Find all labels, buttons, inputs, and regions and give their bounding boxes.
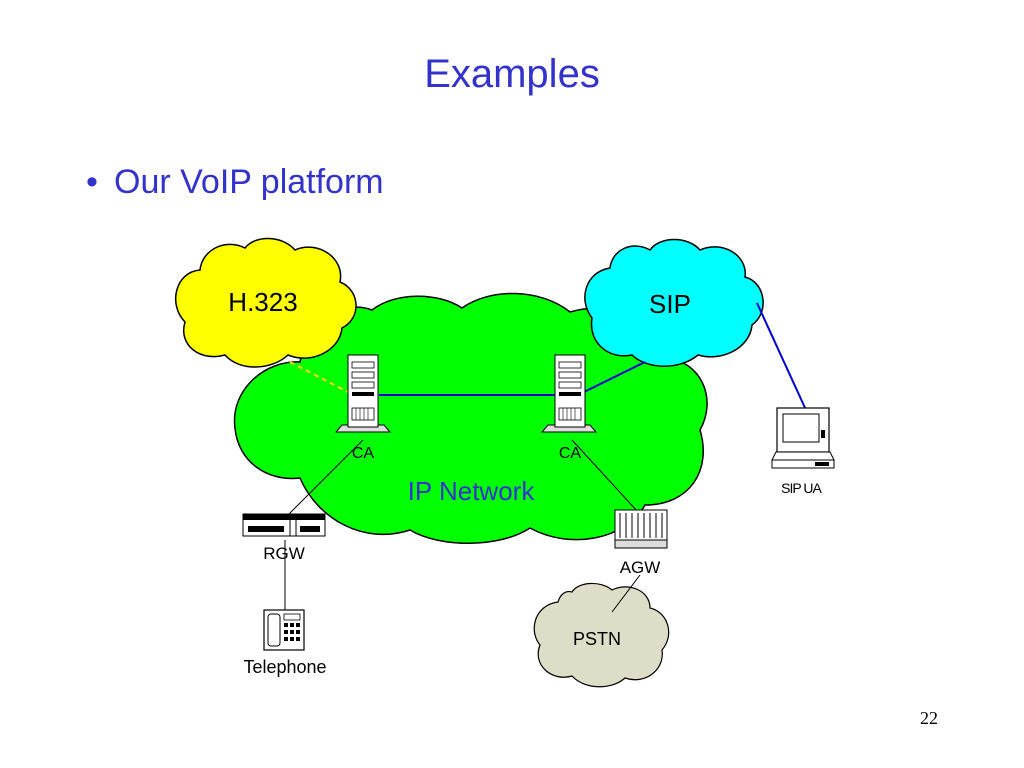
rgw-label: RGW: [263, 544, 305, 563]
ca-to-rgw-link: [284, 439, 364, 519]
ca-to-sip-link: [583, 361, 646, 393]
server-icon: [334, 354, 392, 433]
access-gateway-icon: [614, 509, 668, 549]
page-number: 22: [920, 708, 938, 728]
telephone-icon: [263, 609, 305, 651]
bullet-text: Our VoIP platform: [114, 163, 384, 201]
agw-to-pstn-link: [611, 574, 641, 613]
sip-ua-label: SIP UA: [781, 480, 822, 496]
ca-right-label: CA: [559, 445, 582, 462]
bullet-dot: •: [86, 163, 98, 201]
bullet-item: • Our VoIP platform: [86, 163, 384, 202]
pstn-label: PSTN: [573, 629, 621, 649]
sip-label: SIP: [649, 289, 691, 319]
gateway-icon: [242, 513, 326, 537]
ca-to-agw-link: [571, 439, 639, 513]
pstn-cloud: PSTN: [533, 582, 670, 688]
slide-title: Examples: [424, 52, 600, 96]
h323-label: H.323: [228, 287, 297, 317]
sip-to-ua-link: [756, 302, 807, 411]
agw-label: AGW: [620, 558, 661, 577]
ip-network-label: IP Network: [408, 476, 536, 506]
server-icon: [540, 354, 598, 433]
ca-left-label: CA: [352, 445, 375, 462]
sip-cloud: SIP: [584, 238, 764, 367]
h323-cloud: H.323: [174, 237, 357, 368]
h323-to-ca-link: [289, 361, 349, 393]
telephone-label: Telephone: [243, 657, 326, 677]
computer-icon: [771, 407, 835, 469]
